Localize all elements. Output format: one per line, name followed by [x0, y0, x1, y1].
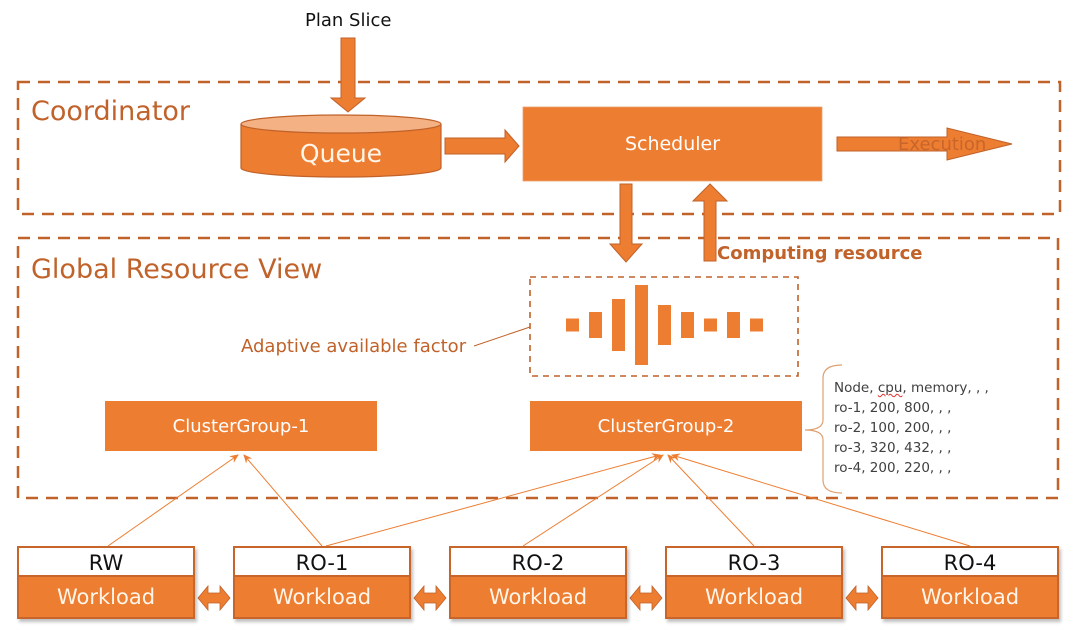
coordinator-region: [16, 80, 1062, 216]
workload-label: Workload: [19, 575, 193, 617]
ro4-to-cg2-line: [671, 453, 971, 547]
ro1-to-cg2-line: [325, 453, 661, 547]
waveform-bar: [635, 285, 648, 365]
node-box-ro-2: RO-2 Workload: [449, 546, 627, 619]
workload-label: Workload: [235, 575, 409, 617]
node-name: RO-2: [511, 551, 565, 575]
node-table-brace: [804, 364, 843, 494]
rw-to-cg1-line: [107, 454, 239, 547]
node-table-row: ro-4, 200, 220, , ,: [834, 460, 952, 476]
node-table-row: ro-1, 200, 800, , ,: [834, 400, 952, 416]
cluster-group-2-label: ClusterGroup-2: [597, 415, 735, 437]
queue-to-scheduler-arrow-icon: [444, 128, 520, 164]
global-resource-view-title: Global Resource View: [31, 254, 323, 285]
plan-slice-arrow-icon: [329, 37, 367, 113]
adaptive-factor-leader-line: [473, 326, 531, 347]
scheduler-down-arrow-icon: [608, 183, 644, 263]
ro2-to-cg2-line: [522, 454, 664, 547]
node-box-rw: RW Workload: [17, 546, 195, 619]
waveform-bar: [750, 318, 763, 332]
node-name: RO-1: [295, 551, 349, 575]
node-box-ro-4: RO-4 Workload: [881, 546, 1059, 619]
cluster-group-1-label: ClusterGroup-1: [172, 415, 310, 437]
computing-resource-up-arrow-icon: [691, 183, 729, 262]
node-connections: [107, 453, 971, 547]
queue-label: Queue: [299, 138, 383, 168]
workload-label: Workload: [883, 575, 1057, 617]
waveform-bar: [704, 318, 717, 332]
waveform-bar: [612, 299, 625, 351]
waveform-icon: [566, 285, 763, 365]
computing-resource-label: Computing resource: [717, 243, 923, 264]
workload-label: Workload: [451, 575, 625, 617]
bidirectional-arrow-icon: [413, 584, 447, 612]
ro1-to-cg1-line: [243, 454, 323, 547]
waveform-bar: [727, 312, 740, 338]
bidirectional-arrow-icon: [629, 584, 663, 612]
queue-cylinder: [240, 114, 442, 178]
global-resource-view-region: [16, 236, 1060, 500]
node-name: RO-3: [727, 551, 781, 575]
execution-label: Execution: [898, 134, 987, 155]
node-box-ro-3: RO-3 Workload: [665, 546, 843, 619]
node-table-row: ro-3, 320, 432, , ,: [834, 440, 952, 456]
execution-arrow-icon: [836, 127, 1013, 161]
waveform-bar: [658, 305, 671, 345]
node-box-ro-1: RO-1 Workload: [233, 546, 411, 619]
node-name: RO-4: [943, 551, 997, 575]
coordinator-title: Coordinator: [31, 96, 191, 127]
node-name: RW: [88, 551, 124, 575]
node-resource-table: Node, cpu, memory, , , ro-1, 200, 800, ,…: [834, 378, 989, 478]
waveform-bar: [681, 312, 694, 338]
waveform-bar: [589, 312, 602, 338]
node-table-header: Node, cpu, memory, , ,: [834, 380, 989, 396]
adaptive-factor-label: Adaptive available factor: [241, 336, 467, 357]
adaptive-factor-box: [529, 276, 799, 377]
scheduler-label: Scheduler: [624, 133, 721, 155]
cluster-group-2-box: [530, 401, 802, 451]
workload-label: Workload: [667, 575, 841, 617]
ro3-to-cg2-line: [667, 454, 755, 547]
plan-slice-label: Plan Slice: [305, 10, 392, 31]
cluster-group-1-box: [105, 401, 377, 451]
scheduler-box: [522, 106, 823, 182]
waveform-bar: [566, 318, 579, 332]
node-table-row: ro-2, 100, 200, , ,: [834, 420, 952, 436]
bidirectional-arrow-icon: [197, 584, 231, 612]
bidirectional-arrow-icon: [845, 584, 879, 612]
